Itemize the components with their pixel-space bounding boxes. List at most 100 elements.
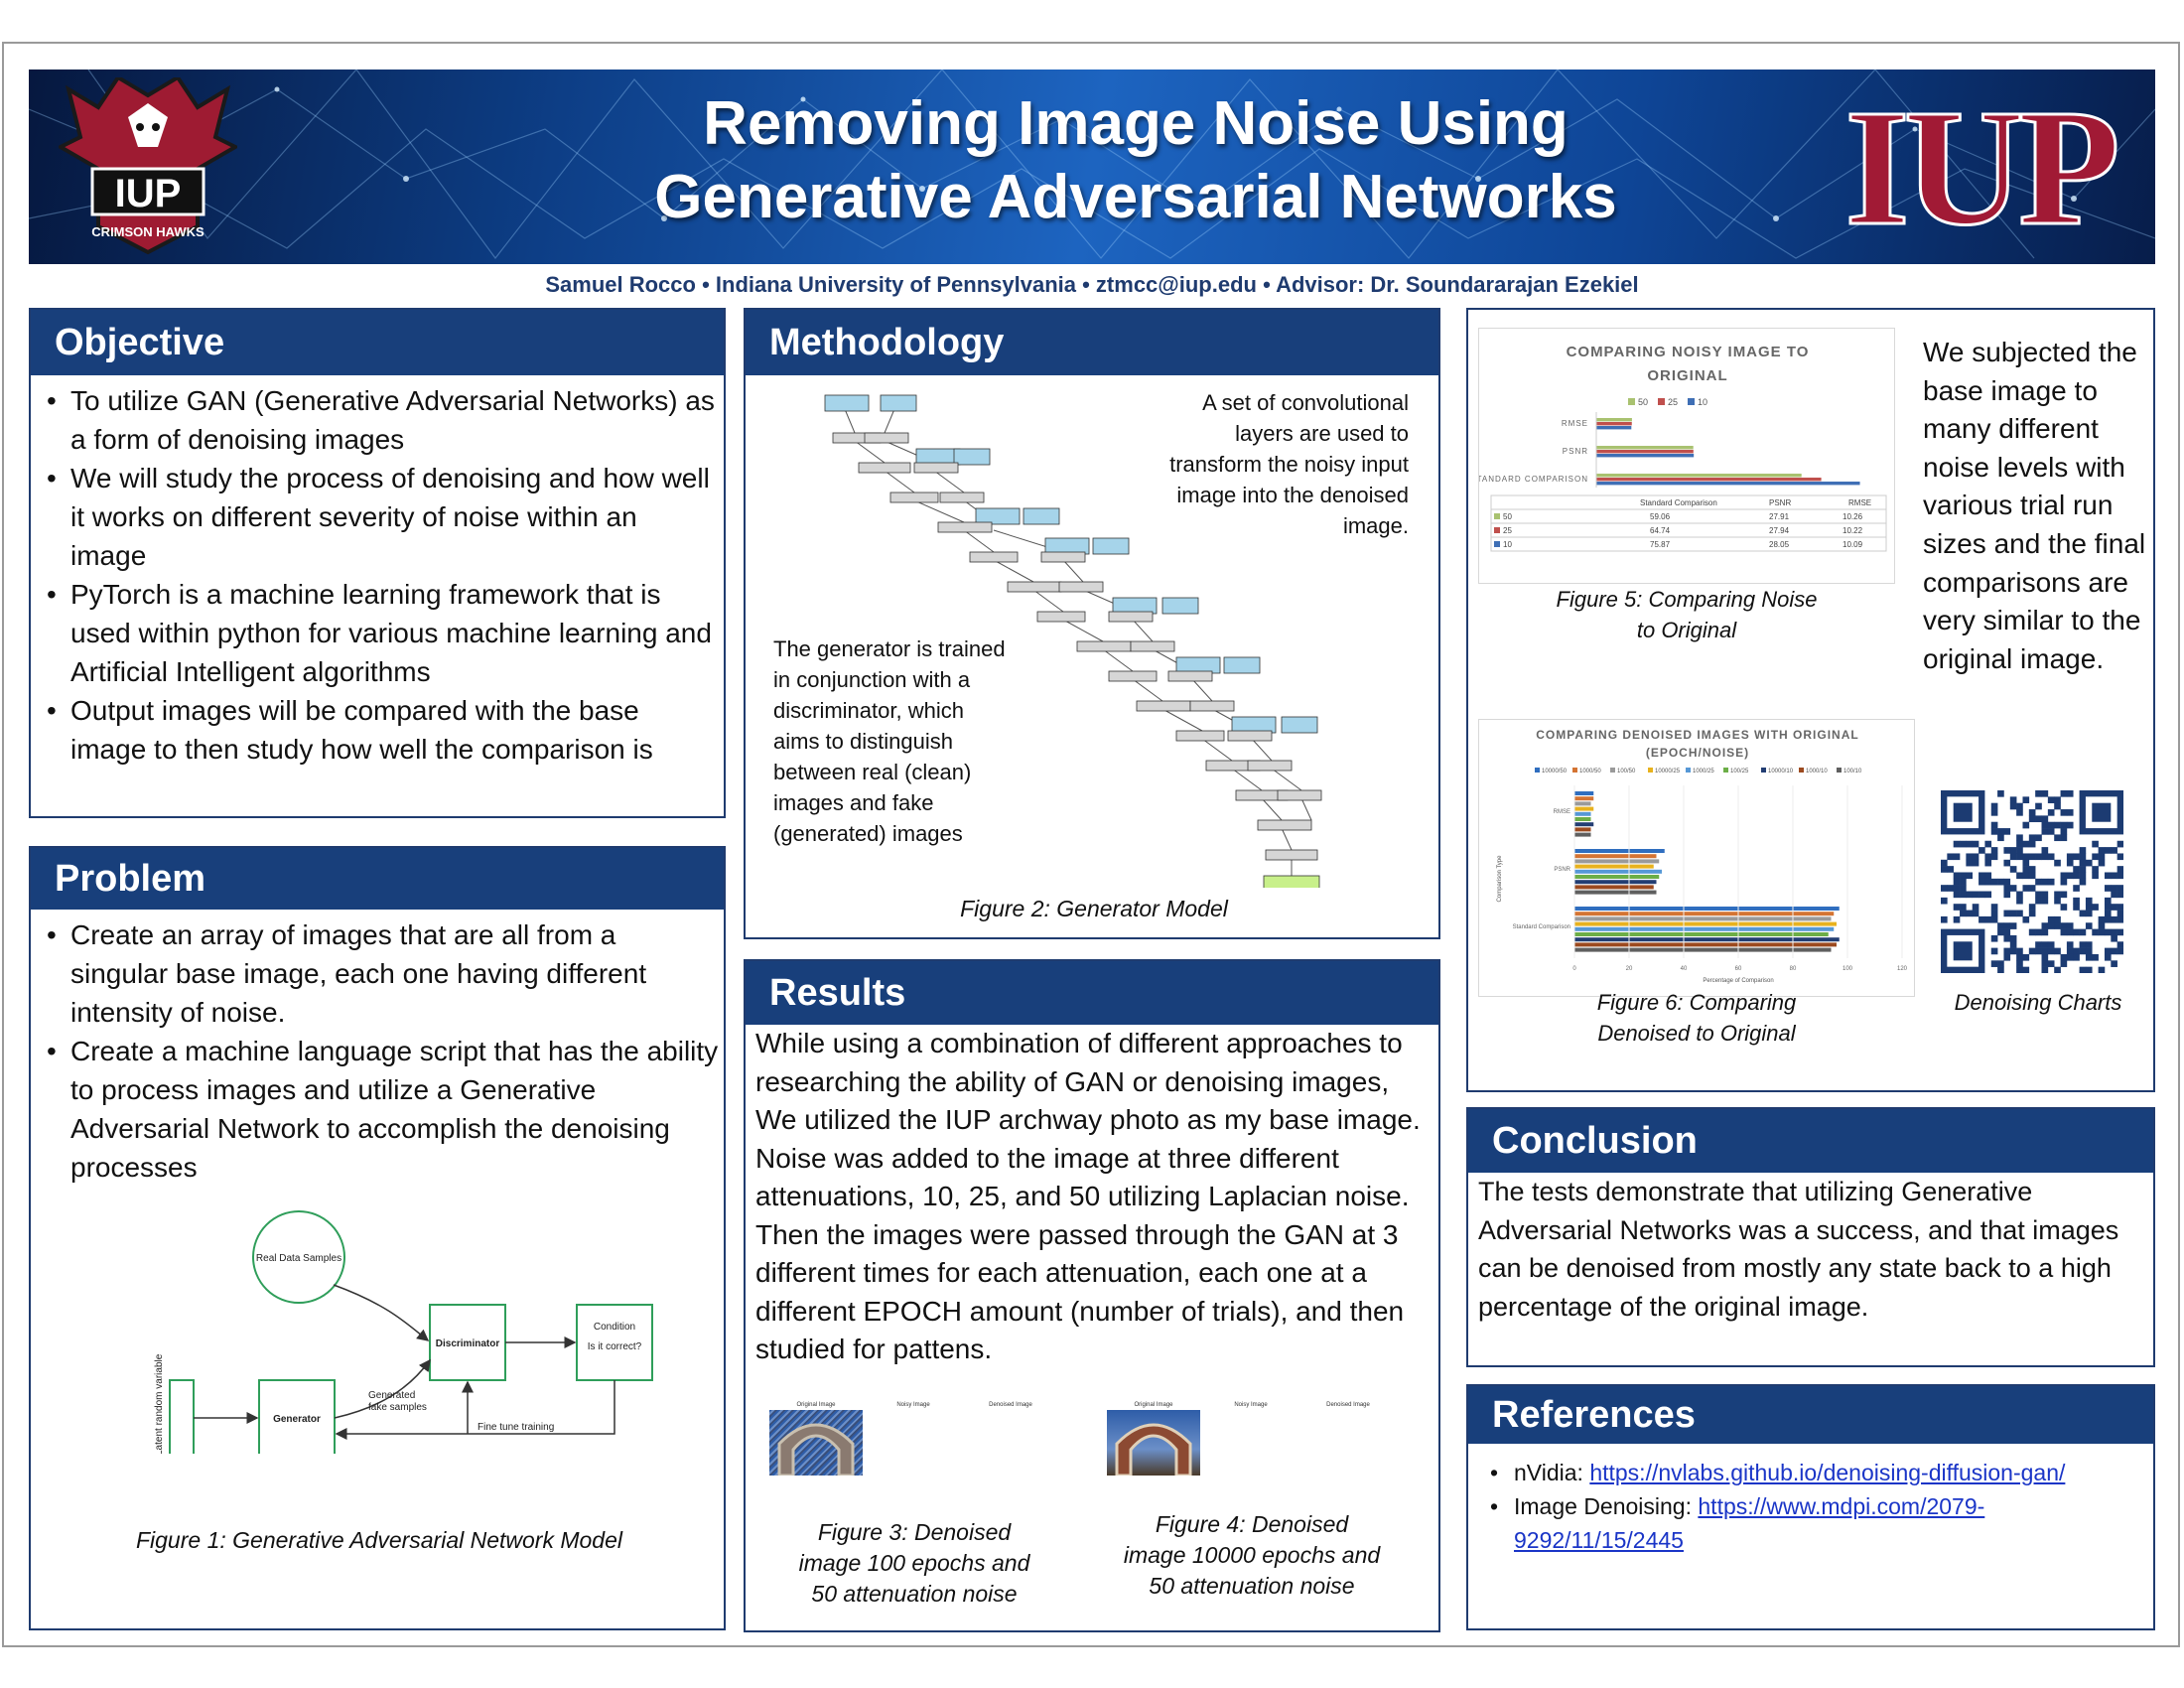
qr-module: [2054, 796, 2061, 803]
qr-finder: [1953, 941, 1973, 961]
nvidia-link[interactable]: https://nvlabs.github.io/denoising-diffu…: [1589, 1460, 2066, 1485]
qr-module: [2092, 904, 2099, 911]
qr-module: [2085, 904, 2093, 911]
qr-module: [2035, 947, 2042, 955]
qr-module: [2009, 847, 2017, 854]
legend-swatch: [1761, 768, 1766, 773]
svg-text:Fine tune training: Fine tune training: [478, 1422, 554, 1433]
qr-module: [1990, 878, 1998, 886]
qr-module: [1990, 809, 1998, 816]
qr-module: [2003, 885, 2011, 892]
legend-swatch: [1799, 768, 1804, 773]
qr-module: [2060, 872, 2068, 880]
qr-module: [2041, 815, 2049, 823]
qr-module: [1960, 885, 1967, 892]
bar: [1596, 478, 1822, 482]
qr-module: [2116, 872, 2123, 880]
table-cell: 59.06: [1650, 512, 1671, 521]
conclusion-heading: Conclusion: [1468, 1109, 2153, 1173]
qr-module: [2003, 828, 2011, 835]
qr-module: [2066, 947, 2074, 955]
table-cell: 28.05: [1769, 540, 1790, 549]
figure-3-images: Original Image Noisy Image Denoised Imag…: [769, 1402, 1057, 1476]
bar: [1596, 474, 1802, 478]
axis-category-label: STANDARD COMPARISON: [1479, 475, 1588, 484]
qr-module: [1953, 853, 1961, 861]
discriminator-node: [429, 1304, 506, 1381]
qr-module: [2060, 953, 2068, 961]
qr-module: [2003, 847, 2011, 854]
qr-module: [1990, 853, 1998, 861]
qr-module: [2104, 910, 2112, 917]
qr-module: [2041, 847, 2049, 854]
qr-module: [2060, 922, 2068, 929]
qr-finder: [1953, 802, 1973, 822]
qr-module: [2003, 934, 2011, 942]
qr-module: [2092, 840, 2099, 848]
qr-module: [2035, 815, 2042, 823]
bar: [1574, 932, 1829, 936]
qr-module: [1972, 910, 1979, 917]
x-tick-label: 120: [1897, 966, 1908, 972]
qr-module: [2104, 904, 2112, 911]
methodology-panel: Methodology: [744, 308, 1440, 939]
qr-module: [2035, 891, 2042, 899]
legend-swatch: [1628, 398, 1635, 405]
x-tick-label: 20: [1626, 966, 1633, 972]
methodology-text-right: A set of convolutional layers are used t…: [1169, 390, 1409, 538]
qr-module: [2066, 809, 2074, 816]
bar: [1574, 827, 1591, 832]
qr-code-icon[interactable]: [1941, 790, 2123, 973]
poster-title: Removing Image Noise Using Generative Ad…: [446, 87, 1826, 234]
figure-4-images: Original Image Noisy Image Denoised Imag…: [1107, 1402, 1395, 1476]
qr-module: [2041, 790, 2049, 797]
qr-module: [2041, 821, 2049, 829]
qr-module: [2028, 834, 2036, 842]
qr-module: [1953, 891, 1961, 899]
qr-module: [2016, 872, 2023, 880]
qr-module: [2066, 859, 2074, 867]
methodology-heading: Methodology: [746, 310, 1438, 375]
table-cell: 75.87: [1650, 540, 1671, 549]
bar: [1574, 791, 1594, 795]
qr-module: [2060, 928, 2068, 936]
problem-list: Create an array of images that are all f…: [35, 915, 720, 1187]
figure-3-caption: Figure 3: Denoised image 100 epochs and …: [798, 1519, 1030, 1607]
title-line-1: Removing Image Noise Using: [703, 89, 1569, 158]
qr-module: [2035, 928, 2042, 936]
qr-module: [2009, 922, 2017, 929]
svg-text:Condition: Condition: [594, 1322, 635, 1333]
bar: [1574, 796, 1594, 801]
problem-item: Create an array of images that are all f…: [35, 915, 720, 1032]
problem-panel: Problem Create an array of images that a…: [29, 846, 726, 1630]
mdpi-link[interactable]: https://www.mdpi.com/2079-9292/11/15/244…: [1514, 1493, 1985, 1553]
qr-module: [2009, 885, 2017, 892]
qr-module: [2085, 941, 2093, 948]
legend-label: 1000/10: [1806, 769, 1828, 774]
qr-module: [1972, 840, 1979, 848]
qr-module: [2079, 866, 2087, 873]
table-cell: 10.09: [1843, 540, 1863, 549]
figure-6-caption: Figure 6: Comparing Denoised to Original: [1596, 990, 1797, 1046]
qr-module: [2028, 815, 2036, 823]
qr-module: [1984, 872, 1992, 880]
conclusion-text: The tests demonstrate that utilizing Gen…: [1478, 1177, 2119, 1322]
qr-module: [2003, 878, 2011, 886]
qr-module: [2092, 866, 2099, 873]
bar: [1596, 422, 1632, 426]
qr-module: [2079, 928, 2087, 936]
chart-denoised-vs-original: COMPARING DENOISED IMAGES WITH ORIGINAL …: [1478, 719, 1915, 997]
legend-swatch: [1686, 768, 1691, 773]
bar: [1574, 806, 1594, 811]
qr-module: [2047, 915, 2055, 923]
qr-module: [2028, 853, 2036, 861]
qr-module: [1947, 885, 1954, 892]
qr-module: [2016, 891, 2023, 899]
qr-module: [1990, 934, 1998, 942]
qr-module: [2041, 891, 2049, 899]
qr-module: [2035, 790, 2042, 797]
bar: [1574, 875, 1660, 879]
qr-module: [2116, 853, 2123, 861]
